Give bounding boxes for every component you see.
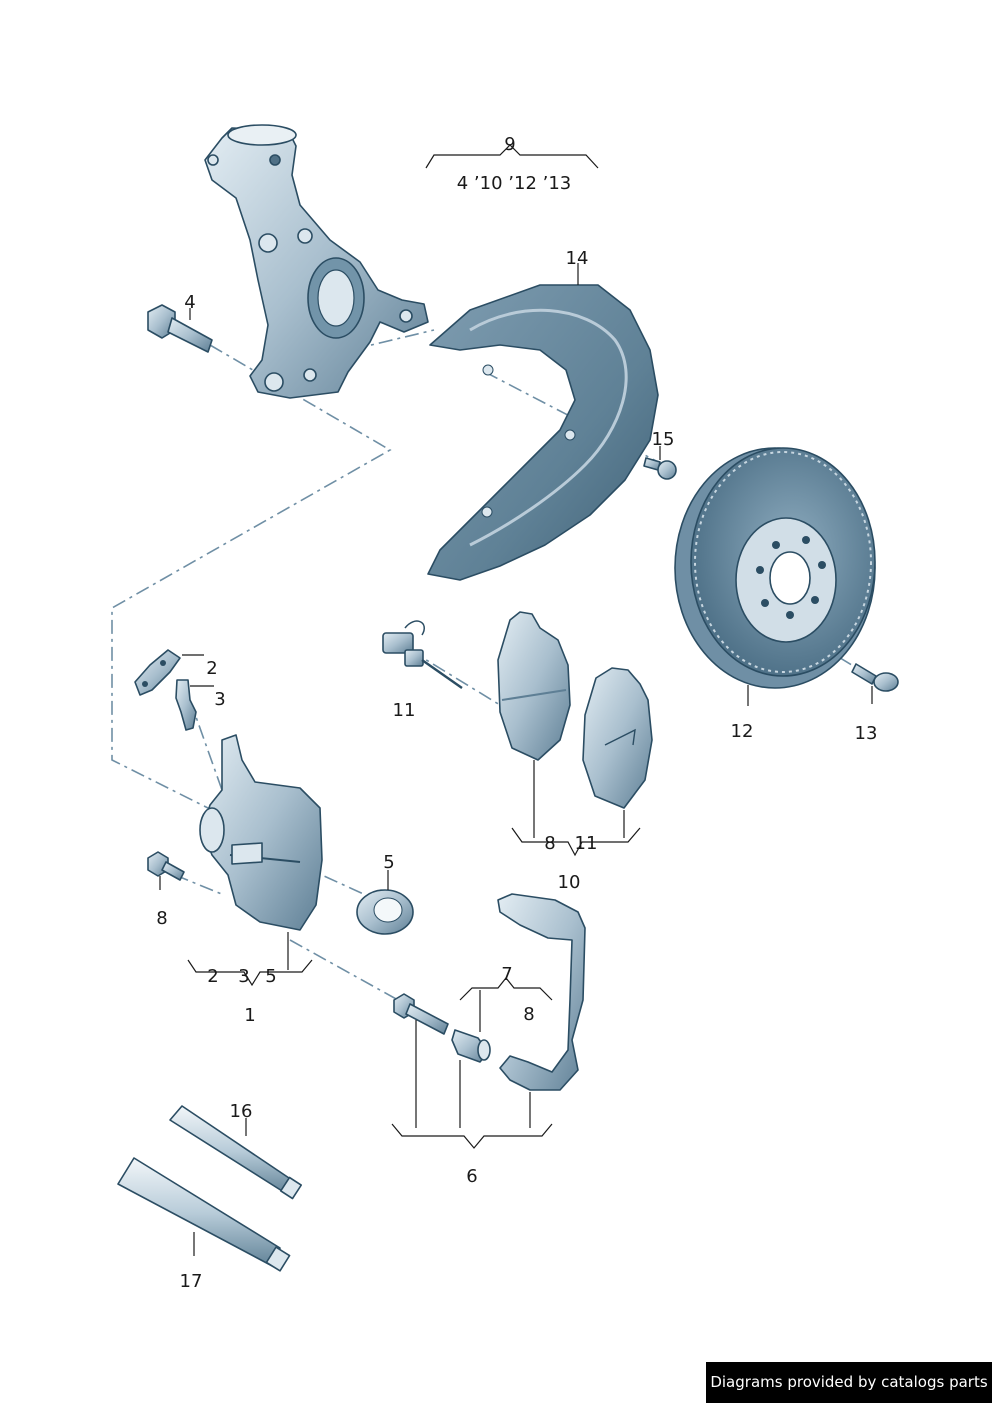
callout-8-pads: 8 xyxy=(544,833,555,854)
callout-1-ref-3: 3 xyxy=(238,966,249,987)
callout-labels: 9 4 ’10 ’12 ’13 14 4 15 2 3 11 12 13 8 1… xyxy=(156,134,877,1292)
brake-splash-shield xyxy=(427,284,659,581)
callout-9: 9 xyxy=(504,134,515,155)
callout-1-ref-5: 5 xyxy=(265,966,276,987)
catalog-watermark: Diagrams provided by catalogs parts xyxy=(706,1362,992,1403)
callout-3: 3 xyxy=(214,689,225,710)
callout-7-ref-8: 8 xyxy=(523,1004,534,1025)
wear-indicator-sensor xyxy=(382,620,463,689)
disc-screw xyxy=(851,663,899,692)
brake-pads xyxy=(497,611,653,809)
callout-17: 17 xyxy=(180,1271,203,1292)
caliper-piston-ring xyxy=(356,889,414,935)
callout-14: 14 xyxy=(566,248,589,269)
callout-7: 7 xyxy=(501,964,512,985)
brake-disc xyxy=(674,447,876,689)
callout-10: 10 xyxy=(558,872,581,893)
grease-tubes xyxy=(117,1105,303,1272)
guide-pin-set xyxy=(393,993,491,1063)
leader-lines xyxy=(159,144,873,1256)
knuckle-bolt xyxy=(147,304,213,353)
callout-4: 4 xyxy=(184,292,195,313)
callout-11-pads: 11 xyxy=(575,833,598,854)
callout-1-ref-2: 2 xyxy=(207,966,218,987)
shield-screw xyxy=(643,457,677,480)
callout-16: 16 xyxy=(230,1101,253,1122)
callout-13: 13 xyxy=(855,723,878,744)
callout-5: 5 xyxy=(383,852,394,873)
callout-8-bolt: 8 xyxy=(156,908,167,929)
callout-11-sensor: 11 xyxy=(393,700,416,721)
callout-9-references: 4 ’10 ’12 ’13 xyxy=(457,173,572,194)
callout-6: 6 xyxy=(466,1166,477,1187)
callout-2: 2 xyxy=(206,658,217,679)
callout-1: 1 xyxy=(244,1005,255,1026)
callout-15: 15 xyxy=(652,429,675,450)
caliper-clips xyxy=(134,649,197,731)
caliper-spring-clip xyxy=(497,893,586,1091)
brake-caliper xyxy=(199,734,323,931)
steering-knuckle xyxy=(204,124,429,399)
callout-12: 12 xyxy=(731,721,754,742)
caliper-bolt xyxy=(147,851,185,881)
